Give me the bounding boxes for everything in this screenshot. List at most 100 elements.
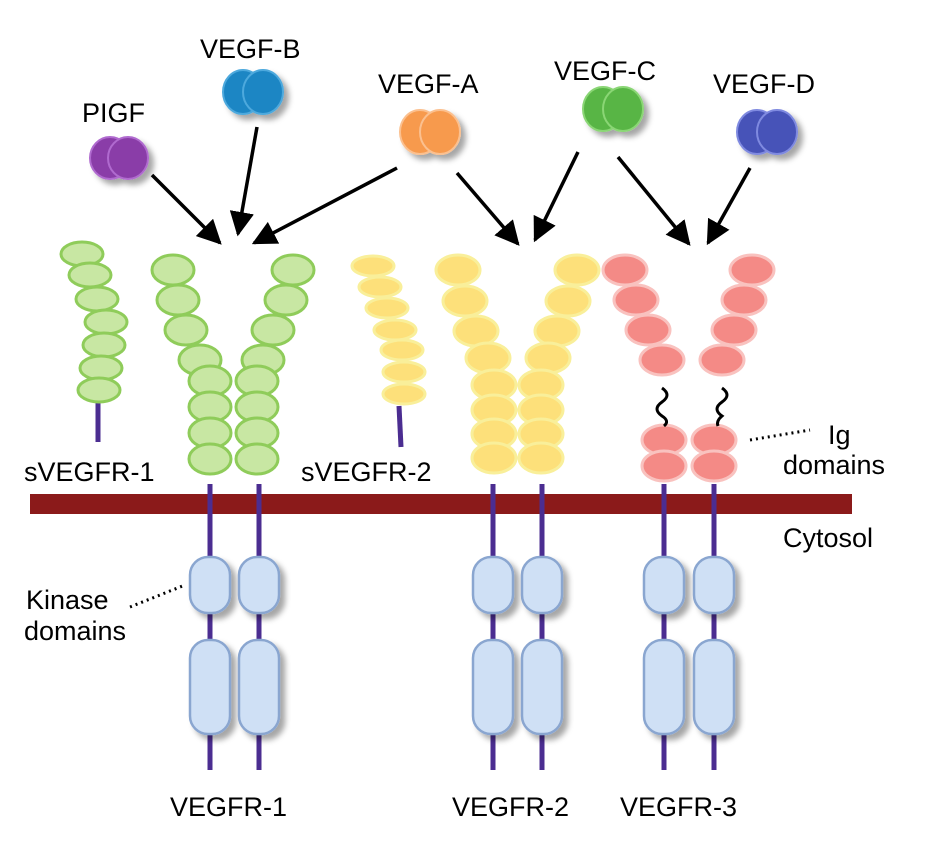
- binding-arrows: [150, 126, 752, 246]
- ligand-vegf-c: [582, 86, 644, 132]
- ig-domains-label-line1: Ig: [828, 420, 851, 450]
- ligand-vegf-b: [222, 69, 284, 115]
- ig-domain: [452, 314, 500, 348]
- kinase-domain-pair: [188, 555, 232, 736]
- ig-domain: [638, 343, 686, 377]
- label-pigf: PIGF: [82, 98, 145, 128]
- ig-domain: [533, 314, 581, 348]
- kinase-domains-label-line1: Kinase: [26, 585, 109, 615]
- label-vegf-b: VEGF-B: [200, 34, 301, 64]
- kinase-domain-pair: [237, 555, 281, 736]
- kinase-domain: [471, 555, 515, 615]
- ig-domain: [83, 308, 129, 336]
- kinase-domains-label-line2: domains: [24, 616, 126, 646]
- vegfr2-chain-right: [517, 253, 601, 475]
- kinase-domain: [520, 638, 564, 736]
- svegfr1-chain: [59, 240, 129, 404]
- kinase-domain-pair: [471, 555, 515, 736]
- ig-domain: [710, 313, 758, 347]
- vegfr1-chain-left: [150, 253, 233, 476]
- ig-domain: [728, 253, 776, 287]
- linker-vegfr3-right: [715, 386, 729, 427]
- ig-domain: [155, 283, 201, 317]
- vegfr3-linkers: [655, 386, 729, 428]
- label-vegfr2: VEGFR-2: [452, 792, 569, 822]
- ligand-vegf-a: [399, 109, 461, 155]
- ig-domain: [234, 442, 280, 476]
- ig-domain: [470, 441, 518, 475]
- arrow-vegfd-vegfr3: [706, 167, 752, 246]
- ig-domain: [464, 341, 512, 375]
- label-svegfr2: sVEGFR-2: [301, 457, 432, 487]
- kinase-domain: [692, 638, 736, 736]
- ig-domain: [441, 284, 489, 318]
- ig-domain: [434, 253, 482, 287]
- ig-domain: [381, 360, 427, 384]
- arrow-vegfa-vegfr2: [455, 171, 520, 246]
- kinase-domain: [471, 638, 515, 736]
- ig-domain: [640, 449, 688, 483]
- kinase-domain: [642, 638, 686, 736]
- ig-domain: [81, 331, 127, 359]
- kinase-domain: [642, 555, 686, 615]
- ig-domain: [524, 341, 572, 375]
- ligand-pigf: [89, 136, 149, 180]
- ig-domains-leader: [749, 428, 811, 442]
- ig-domain: [517, 441, 565, 475]
- ligand-vegf-d: [736, 109, 798, 155]
- kinase-domain: [188, 638, 232, 736]
- vegfr3-chain-right: [690, 253, 776, 483]
- ig-domain: [379, 338, 425, 362]
- linker-vegfr3-left: [655, 386, 669, 428]
- kinase-domain: [188, 555, 232, 615]
- kinase-domain-pair: [642, 555, 686, 736]
- ig-domain: [270, 253, 316, 287]
- ig-domain: [250, 313, 296, 347]
- ig-domain: [67, 261, 113, 289]
- kinase-domain: [237, 638, 281, 736]
- kinase-domains-leader: [129, 583, 186, 609]
- ig-domain: [350, 254, 396, 278]
- ig-domain: [601, 253, 649, 287]
- label-vegf-c: VEGF-C: [554, 56, 656, 86]
- ig-domains-label-line2: domains: [783, 450, 885, 480]
- vegfr2-chain-left: [434, 253, 518, 475]
- ig-domains-group: [59, 240, 776, 483]
- ig-domain: [263, 283, 309, 317]
- arrow-pigf-vegfr1: [150, 173, 222, 245]
- vegfr1-chain-right: [234, 253, 316, 476]
- label-vegf-d: VEGF-D: [713, 69, 815, 99]
- kinase-domains-group: [188, 555, 736, 736]
- kinase-domain-pair: [692, 555, 736, 736]
- ig-domain: [74, 285, 120, 313]
- kinase-domain: [520, 555, 564, 615]
- ig-domain: [78, 354, 124, 382]
- arrow-vegfb-vegfr1: [229, 126, 259, 237]
- ig-domain: [612, 283, 660, 317]
- arrow-vegfc-vegfr2: [533, 151, 580, 243]
- label-svegfr1: sVEGFR-1: [24, 457, 155, 487]
- ig-domain: [690, 449, 738, 483]
- kinase-domain: [692, 555, 736, 615]
- ig-domain: [357, 275, 403, 299]
- ig-domain: [150, 253, 196, 287]
- vegfr3-chain-left: [601, 253, 688, 483]
- ig-domain: [381, 382, 427, 406]
- kinase-domain-pair: [520, 555, 564, 736]
- label-vegf-a: VEGF-A: [378, 69, 479, 99]
- ig-domain: [163, 313, 209, 347]
- ig-domain: [698, 343, 746, 377]
- arrow-vegfc-vegfr3: [616, 155, 691, 246]
- ig-domain: [553, 253, 601, 287]
- ig-domain: [76, 376, 122, 404]
- ig-domain: [624, 313, 672, 347]
- cell-membrane: [30, 494, 852, 514]
- arrow-vegfa-vegfr1: [251, 166, 398, 245]
- ig-domain: [364, 296, 410, 320]
- tether-svegfr2: [396, 405, 404, 448]
- svegfr2-chain: [350, 254, 427, 406]
- label-vegfr3: VEGFR-3: [620, 792, 737, 822]
- kinase-domain: [237, 555, 281, 615]
- cytosol-label: Cytosol: [783, 523, 873, 553]
